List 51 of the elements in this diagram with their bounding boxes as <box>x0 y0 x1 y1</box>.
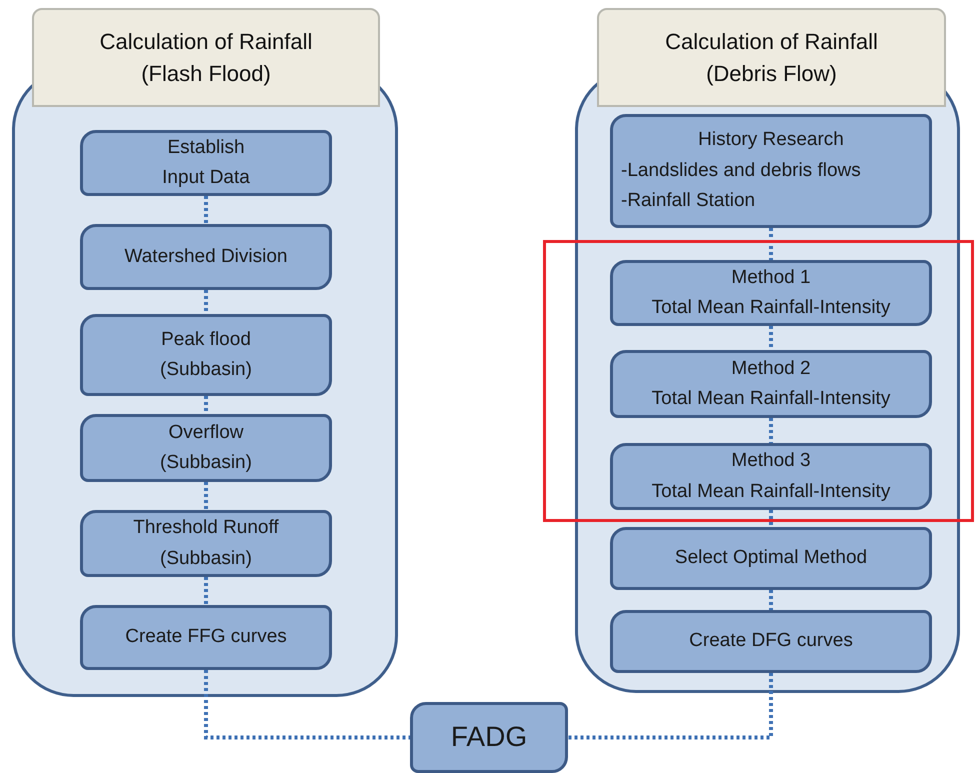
box-text: Method 1 <box>731 266 811 290</box>
dotted-connector <box>204 577 208 605</box>
dotted-connector <box>769 326 773 350</box>
box-text: Threshold Runoff <box>133 516 279 540</box>
box-text: Total Mean Rainfall-Intensity <box>652 296 890 320</box>
box-text: Create DFG curves <box>689 629 853 654</box>
process-box <box>610 610 932 673</box>
dotted-connector <box>568 673 773 740</box>
box-text: Input Data <box>162 166 250 190</box>
box-text: Establish <box>167 136 245 160</box>
process-box <box>410 702 568 773</box>
process-box <box>80 224 332 290</box>
box-text: Total Mean Rainfall-Intensity <box>652 387 890 411</box>
box-text: Peak flood <box>161 328 251 352</box>
process-box <box>610 260 932 326</box>
box-text: (Subbasin) <box>160 451 252 475</box>
box-text: -Rainfall Station <box>621 189 756 214</box>
box-text: (Subbasin) <box>160 546 252 570</box>
panel-heading: Calculation of Rainfall (Debris Flow) <box>597 8 946 107</box>
process-box <box>80 130 332 196</box>
box-text: Select Optimal Method <box>674 546 868 570</box>
group-panel <box>12 8 398 697</box>
box-text: Method 2 <box>731 356 811 381</box>
process-box <box>80 605 332 670</box>
dotted-connector <box>769 590 773 610</box>
dotted-connector <box>204 196 208 224</box>
box-text: (Subbasin) <box>160 358 252 382</box>
box-text: FADG <box>450 720 528 754</box>
dotted-connector <box>204 290 208 314</box>
process-box <box>610 350 932 418</box>
dotted-connector <box>204 670 410 740</box>
panel-heading: Calculation of Rainfall (Flash Flood) <box>32 8 380 107</box>
box-text: History Research <box>697 128 845 152</box>
box-text: Create FFG curves <box>125 625 287 650</box>
box-text: -Landslides and debris flows <box>621 158 862 183</box>
dotted-connector <box>769 228 773 260</box>
dotted-connector <box>204 396 208 414</box>
box-text: Method 3 <box>731 449 811 474</box>
process-box <box>80 414 332 482</box>
box-text: Total Mean Rainfall-Intensity <box>652 480 890 504</box>
dotted-connector <box>769 510 773 527</box>
dotted-connector <box>204 482 208 510</box>
box-text: Watershed Division <box>124 244 288 269</box>
dotted-connector <box>769 418 773 443</box>
process-box <box>610 114 932 228</box>
group-panel <box>575 8 960 693</box>
process-box <box>610 527 932 590</box>
process-box <box>610 443 932 510</box>
process-box <box>80 510 332 577</box>
process-box <box>80 314 332 396</box>
box-text: Overflow <box>168 420 244 445</box>
